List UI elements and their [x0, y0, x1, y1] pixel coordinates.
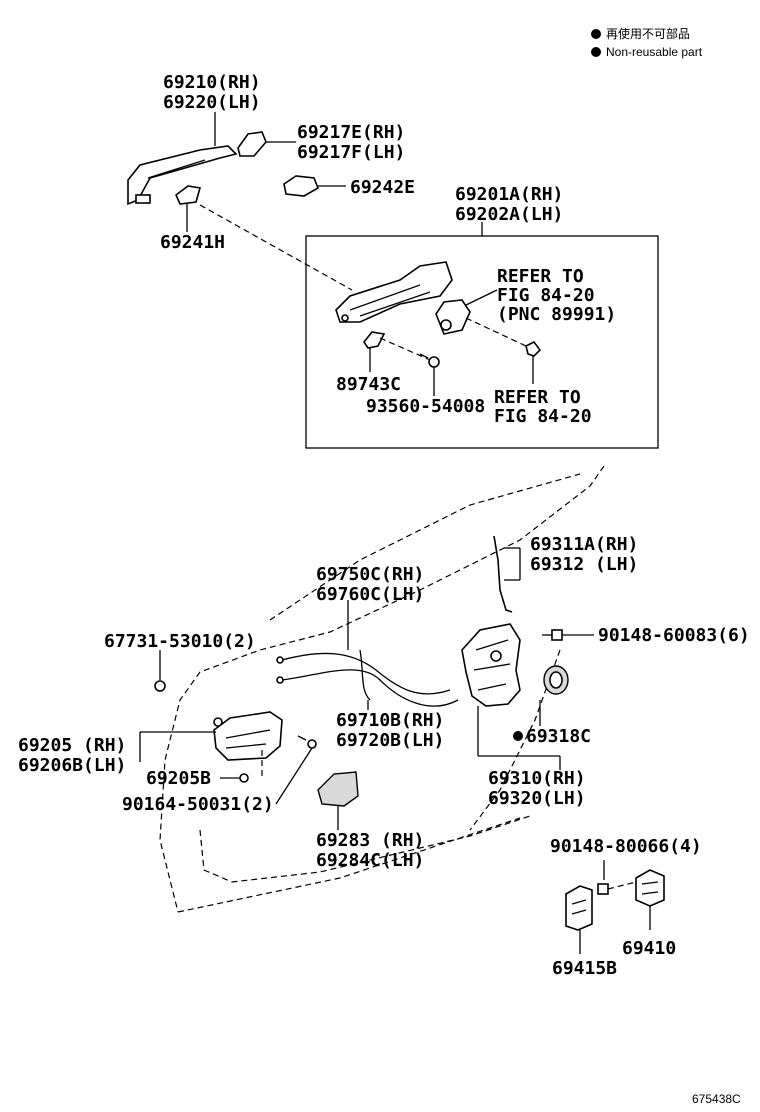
label-69217F: 69217F(LH) — [297, 142, 405, 163]
door-outline — [199, 815, 531, 883]
screw-part — [419, 353, 440, 368]
cable-part — [281, 669, 459, 707]
dashed-guide — [465, 317, 527, 347]
non-reusable-dot-icon — [591, 29, 601, 39]
lock-rod-part — [493, 535, 513, 613]
label-69210: 69210(RH) — [163, 72, 261, 93]
label-refer1-b: FIG 84-20 — [497, 285, 595, 306]
bezel-clip-part — [239, 773, 249, 783]
dashed-guide — [199, 204, 353, 291]
label-refer2-b: FIG 84-20 — [494, 406, 592, 427]
label-89743C: 89743C — [336, 374, 401, 395]
handle-screw-part — [297, 735, 317, 749]
label-refer1-c: (PNC 89991) — [497, 304, 616, 325]
door-outline — [159, 465, 605, 913]
door-lock-part — [461, 623, 521, 707]
striker-bolt-part — [597, 883, 609, 895]
label-69320: 69320(LH) — [488, 788, 586, 809]
leader-line — [275, 747, 313, 805]
cushion-part — [154, 680, 166, 692]
figure-number: 675438C — [692, 1092, 741, 1106]
label-69410: 69410 — [622, 938, 676, 959]
lock-cylinder-part — [435, 299, 471, 335]
door-outline — [269, 473, 581, 621]
non-reusable-dot-icon — [513, 731, 523, 741]
label-69201A: 69201A(RH) — [455, 184, 563, 205]
label-93560: 93560-54008 — [366, 396, 485, 417]
label-69318C: 69318C — [526, 726, 591, 747]
label-69415B: 69415B — [552, 958, 617, 979]
label-69283: 69283 (RH) — [316, 830, 424, 851]
label-refer1-a: REFER TO — [497, 266, 584, 287]
label-69310: 69310(RH) — [488, 768, 586, 789]
label-69710B: 69710B(RH) — [336, 710, 444, 731]
label-69312: 69312 (LH) — [530, 554, 638, 575]
label-90164: 90164-50031(2) — [122, 794, 274, 815]
leader-line — [465, 289, 498, 306]
label-69205: 69205 (RH) — [18, 735, 126, 756]
striker-part — [635, 869, 665, 907]
dashed-guide — [607, 881, 637, 890]
label-69720B: 69720B(LH) — [336, 730, 444, 751]
gasket-part — [175, 185, 202, 205]
handle-cap-part — [237, 131, 267, 157]
cable-part — [281, 652, 451, 695]
clip-part — [363, 331, 386, 349]
label-69205B: 69205B — [146, 768, 211, 789]
handle-cover-part — [317, 771, 359, 807]
outside-handle-part — [127, 145, 238, 206]
label-69206B: 69206B(LH) — [18, 755, 126, 776]
label-69202A: 69202A(LH) — [455, 204, 563, 225]
label-refer2-a: REFER TO — [494, 387, 581, 408]
label-69284C: 69284C(LH) — [316, 850, 424, 871]
legend-en: Non-reusable part — [606, 45, 703, 59]
label-69311A: 69311A(RH) — [530, 534, 638, 555]
striker-shim-part — [565, 885, 593, 931]
legend-jp: 再使用不可部品 — [606, 26, 690, 41]
cable-part — [359, 649, 371, 701]
handle-frame-part — [335, 261, 453, 323]
inside-handle-part — [213, 711, 283, 761]
bolt-part — [525, 340, 542, 357]
label-69217E: 69217E(RH) — [297, 122, 405, 143]
door-outline — [469, 649, 561, 831]
label-67731: 67731-53010(2) — [104, 631, 256, 652]
dashed-guide — [379, 337, 431, 361]
label-69242E: 69242E — [350, 177, 415, 198]
label-69220: 69220(LH) — [163, 92, 261, 113]
label-90148b: 90148-80066(4) — [550, 836, 702, 857]
lock-seal-part — [543, 665, 569, 695]
label-90148a: 90148-60083(6) — [598, 625, 750, 646]
label-69241H: 69241H — [160, 232, 225, 253]
lock-screw-part — [542, 629, 563, 641]
non-reusable-dot-icon — [591, 47, 601, 57]
label-69760C: 69760C(LH) — [316, 584, 424, 605]
handle-pad-part — [283, 175, 320, 197]
label-69750C: 69750C(RH) — [316, 564, 424, 585]
